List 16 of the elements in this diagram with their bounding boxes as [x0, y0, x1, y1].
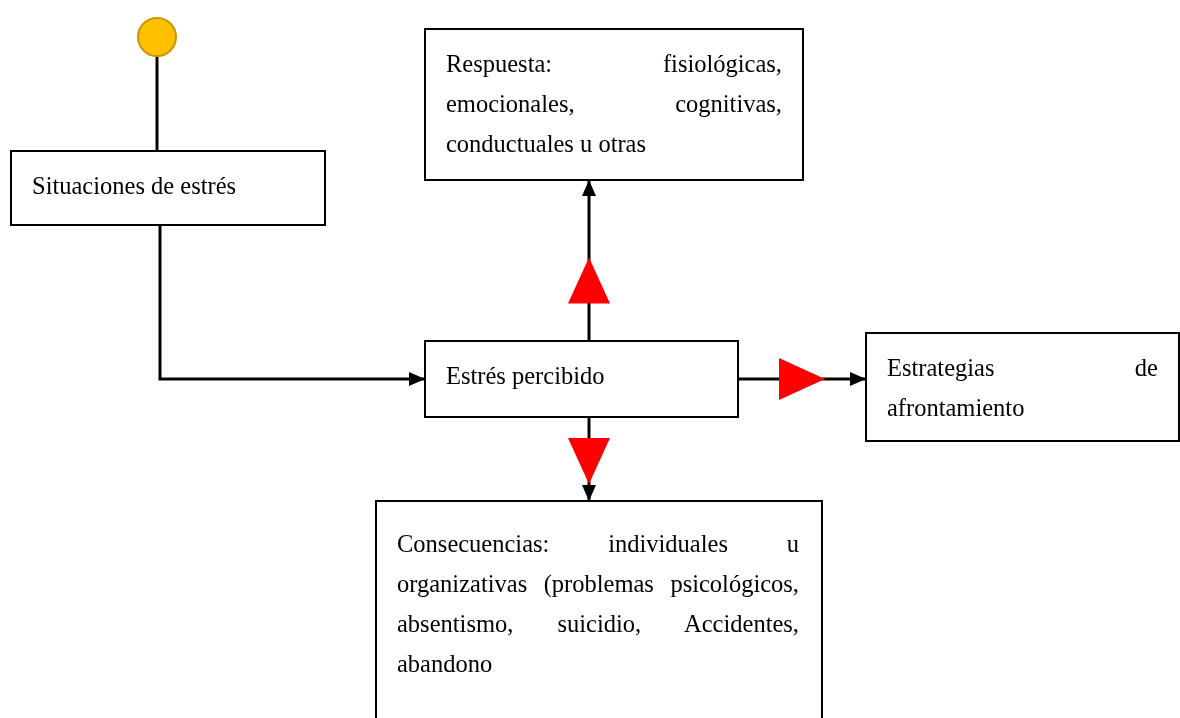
- box-text: Respuesta: fisiológicas, emocionales, cognitivas, conductuales u otras: [446, 49, 782, 159]
- arrow: [568, 418, 610, 500]
- process-box: [424, 28, 804, 181]
- box-text: Situaciones de estrés: [32, 171, 238, 201]
- process-box: [375, 500, 823, 718]
- arrow: [158, 226, 425, 386]
- box-text: Consecuencias: individuales u organizativas (problemas psicológicos, absentismo, suicidio, Accidentes, abandono: [397, 529, 799, 679]
- arrow: [568, 181, 610, 340]
- process-box: [424, 340, 739, 418]
- circle-node: [137, 17, 177, 57]
- process-box: [10, 150, 326, 226]
- process-box: [865, 332, 1180, 442]
- box-text: Estrategias de afrontamiento: [887, 353, 1158, 423]
- connector-line: [155, 57, 159, 150]
- arrow: [739, 358, 865, 400]
- box-text: Estrés percibido: [446, 361, 606, 391]
